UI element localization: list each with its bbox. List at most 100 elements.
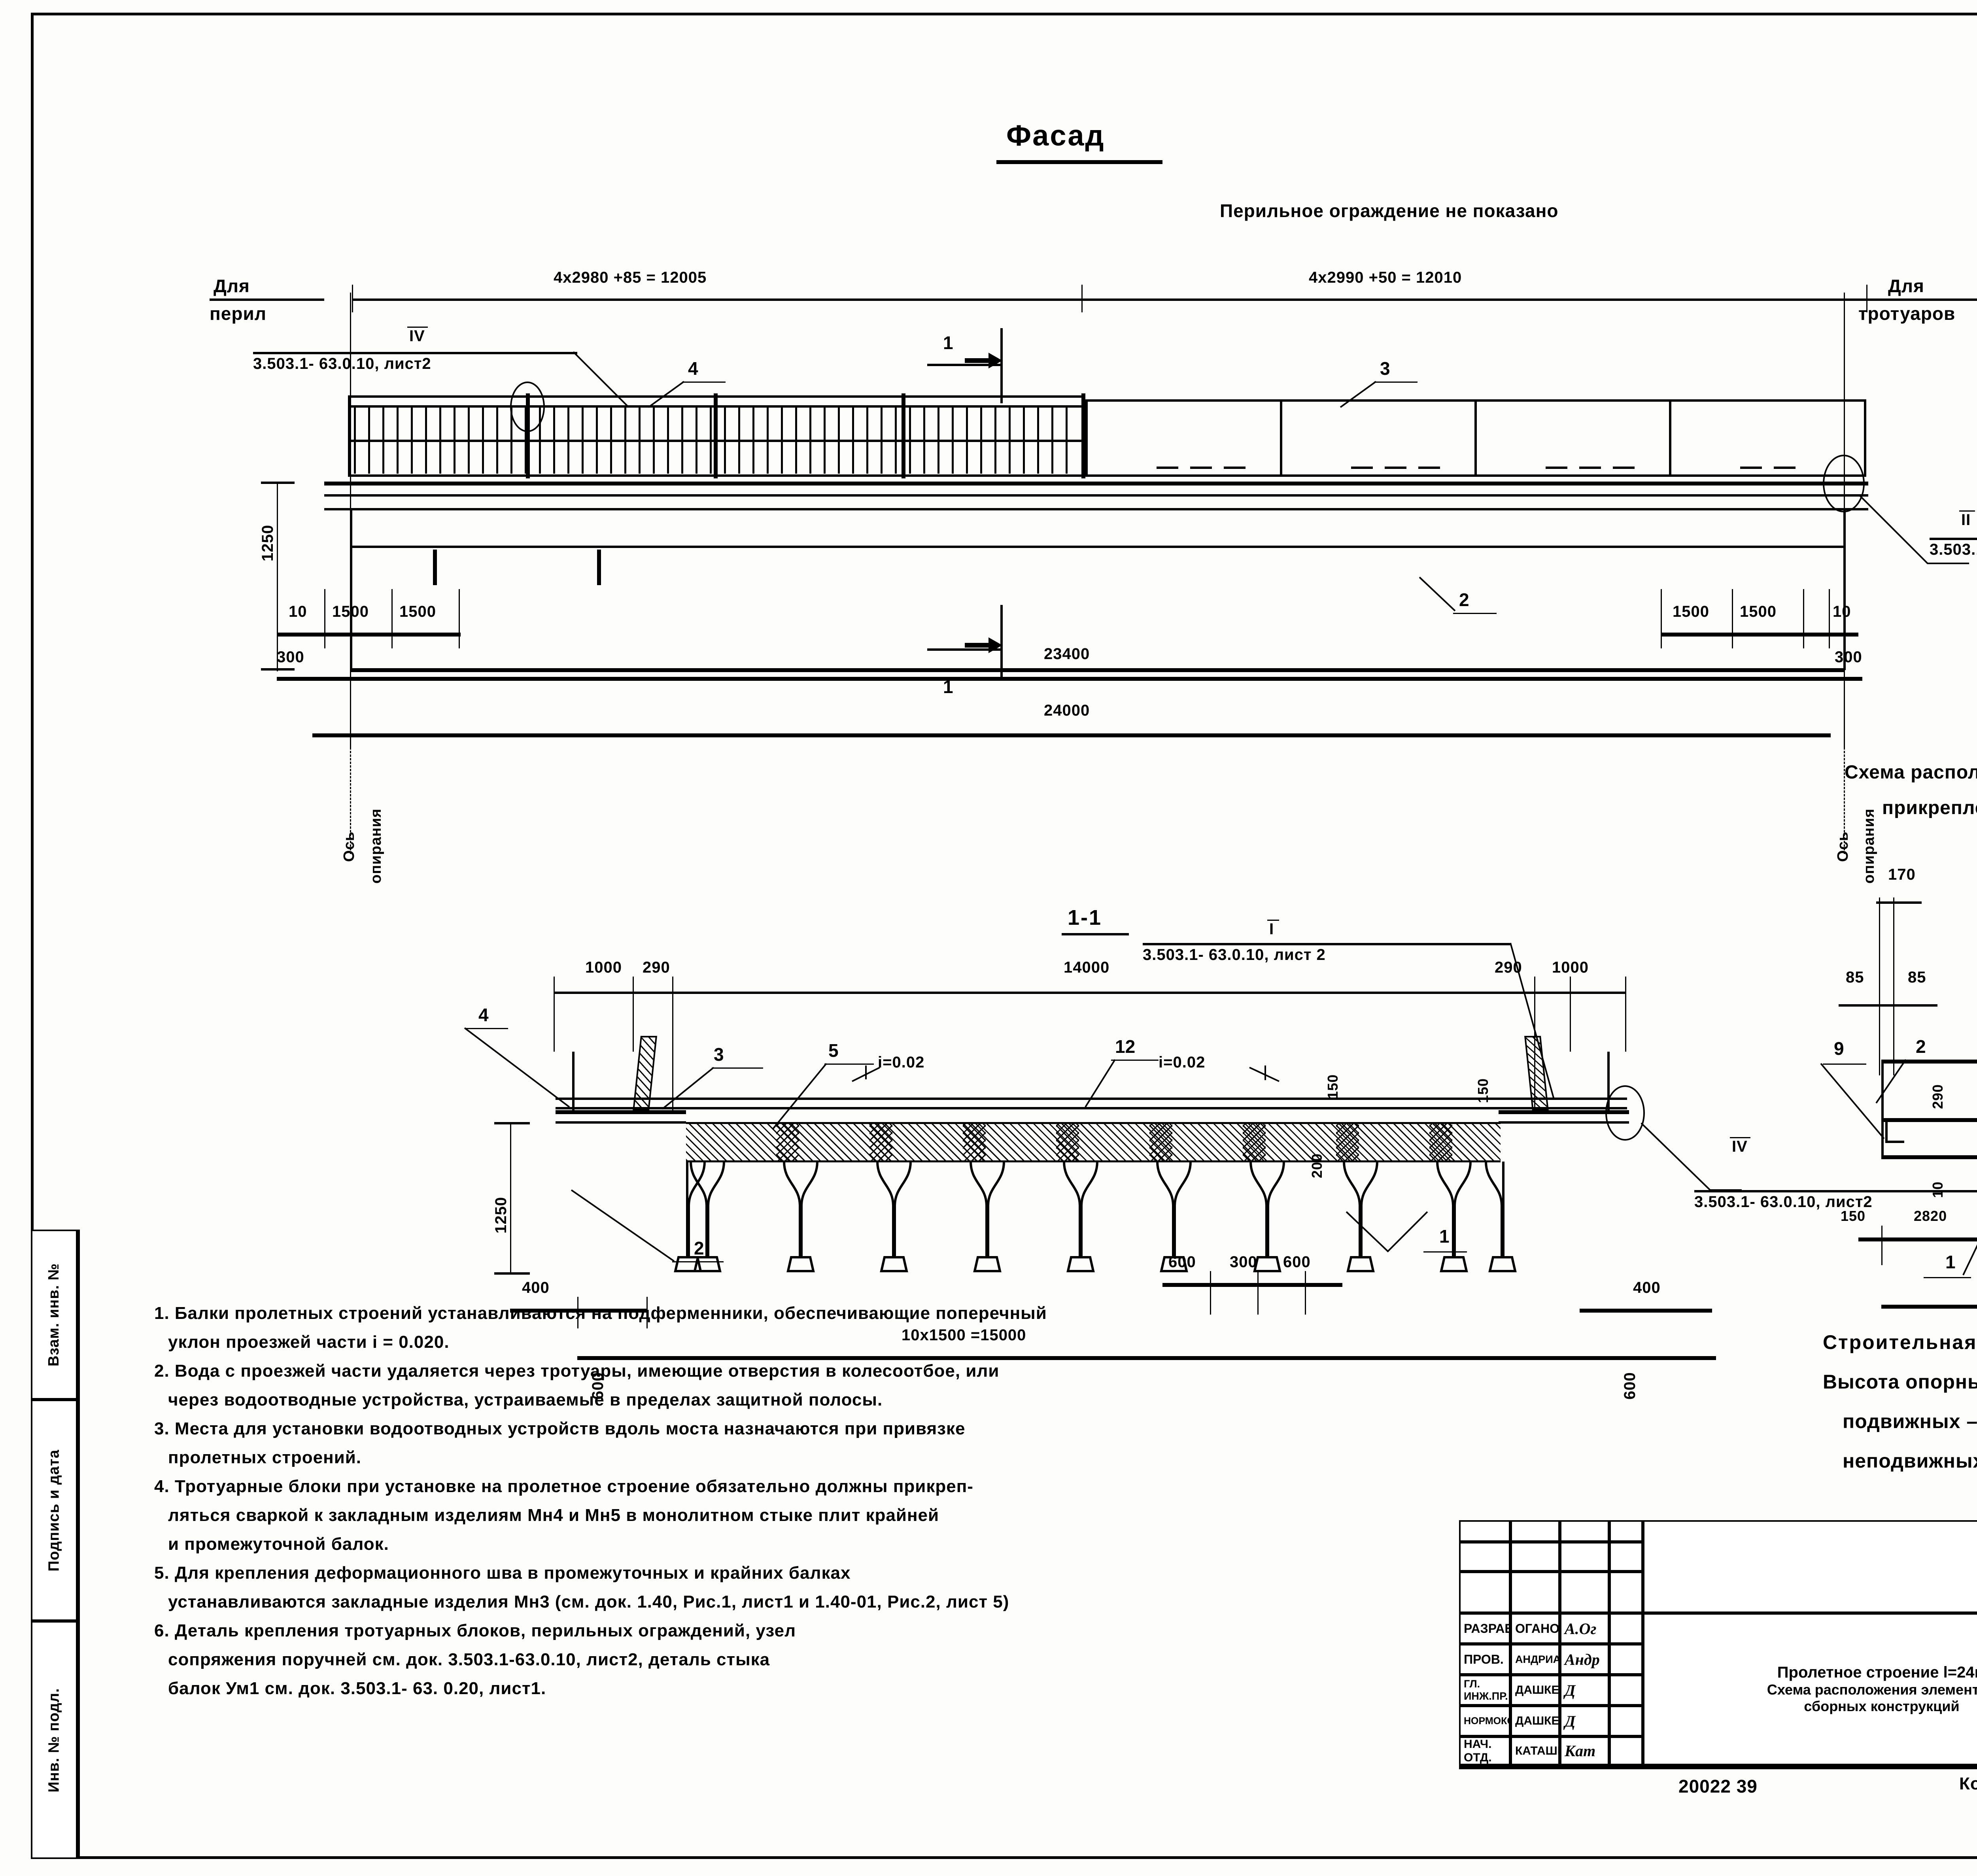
facade-pos-4-line [682, 382, 726, 383]
embedded-dim-line2 [1839, 1004, 1937, 1007]
section-ref-right-line [1694, 1190, 1977, 1192]
section-ref-right-circle [1605, 1085, 1645, 1141]
section-dim-tick [1210, 1271, 1211, 1315]
section-sidewalk-right [1499, 1110, 1629, 1114]
facade-dim-tick [1829, 589, 1830, 648]
role-date-1 [1609, 1644, 1643, 1675]
section-pos-4-line [465, 1028, 508, 1029]
embedded-pos-1-leader [1962, 1244, 1977, 1275]
facade-detail-right-roman-overline [1959, 510, 1975, 512]
facade-dim-10-right: 10 [1833, 603, 1851, 620]
role-label-3: НОРМОКОНТ. [1459, 1706, 1510, 1736]
section-dim-tick [554, 977, 555, 1052]
section-pos-2-leader [571, 1189, 675, 1262]
facade-railing-post [348, 395, 350, 476]
role-signature-3: Д [1560, 1706, 1609, 1736]
section-joint [776, 1122, 799, 1162]
facade-beam-end-left [350, 508, 352, 670]
facade-section-mark-top: 1 [943, 333, 953, 353]
section-dim-600-b: 600 [1283, 1253, 1311, 1271]
facade-detail-right-line [1930, 538, 1977, 540]
section-dim-300: 300 [1230, 1253, 1257, 1271]
section-joint [1243, 1122, 1266, 1162]
section-ref-top-roman: I [1269, 920, 1274, 938]
section-ref-top-roman-overline [1267, 920, 1279, 921]
role-label-1: ПРОВ. [1459, 1644, 1510, 1675]
section-ref-top-leader [1510, 943, 1555, 1100]
facade-axis-right-label-2: опирания [1861, 808, 1877, 884]
embedded-pos-1: 1 [1945, 1252, 1956, 1272]
section-dim-tick [1625, 977, 1626, 1052]
section-pos-4: 4 [478, 1005, 489, 1025]
sheet-border [31, 13, 1977, 1859]
embedded-pos-9-left-line [1823, 1064, 1866, 1065]
facade-diaphragm [433, 550, 437, 585]
facade-pos-2-leader [1419, 576, 1456, 612]
facade-top-dim-line [352, 298, 1866, 301]
embedded-bottom-dim-line [1858, 1237, 1977, 1241]
stamp-divider [77, 1230, 80, 1859]
role-name-1: АНДРИАНОВА [1510, 1644, 1560, 1675]
facade-note: Перильное ограждение не показано [1220, 200, 1559, 221]
facade-left-marker-top: Для [214, 276, 250, 296]
section-sidewalk-right2 [1499, 1121, 1629, 1124]
section-height-tick [494, 1122, 530, 1124]
facade-dim-tick [352, 285, 353, 312]
facade-title: Фасад [1006, 119, 1105, 152]
facade-axis-right [1844, 293, 1845, 747]
section-slab [686, 1122, 1501, 1162]
embedded-plan-left-block [1881, 1060, 1977, 1178]
section-handrail-left [572, 1052, 575, 1113]
embedded-dim-line [1876, 901, 1922, 904]
role-label-4: НАЧ. ОТД. [1459, 1736, 1510, 1765]
section-overall-dim-line [577, 1356, 1716, 1360]
section-pos-12-leader [1085, 1059, 1116, 1108]
section-dim-290-left: 290 [643, 959, 670, 976]
facade-dim-23400-line [277, 677, 1862, 681]
section-joint [869, 1122, 892, 1162]
note-6a: 6. Деталь крепления тротуарных блоков, п… [154, 1621, 796, 1640]
section-dim-tick [1570, 977, 1571, 1052]
facade-height-dim-line [277, 482, 278, 671]
section-dim-10x1500: 10x1500 =15000 [902, 1326, 1026, 1344]
revision-cell [1459, 1572, 1510, 1613]
section-pos-5: 5 [828, 1040, 839, 1061]
facade-dim-top-right: 4x2990 +50 = 12010 [1309, 269, 1462, 286]
section-pos-3-line [712, 1067, 763, 1069]
embedded-dim-24000-line [1881, 1305, 1977, 1309]
section-height-tick [494, 1272, 530, 1275]
embedded-dim-290: 290 [1930, 1084, 1946, 1109]
embedded-dim-85-b: 85 [1908, 969, 1926, 986]
section-ref-right-roman: IV [1732, 1138, 1748, 1155]
section-pos-2: 2 [694, 1238, 704, 1258]
section-slope-right-arrow [1249, 1066, 1280, 1082]
note-1a: 1. Балки пролетных строений устанавливаю… [154, 1304, 1047, 1323]
section-dimchain-mid [1162, 1283, 1342, 1287]
subject-line-1: Пролетное строение l=24м [1777, 1664, 1977, 1681]
section-slope-right: i=0.02 [1159, 1054, 1206, 1071]
facade-height-1250: 1250 [259, 525, 276, 561]
section-beams [690, 1161, 1472, 1272]
facade-section-bar-bottom [1000, 605, 1003, 680]
section-dim-tick [672, 977, 673, 1111]
section-pos-3: 3 [714, 1044, 724, 1065]
section-slope-left-arrow [852, 1066, 880, 1082]
facade-right-marker-bottom: тротуаров [1858, 303, 1956, 324]
section-sidewalk-left2 [556, 1121, 686, 1124]
section-top-dim-line [554, 992, 1625, 994]
facade-detail-left-ref: 3.503.1- 63.0.10, лист2 [253, 355, 431, 372]
facade-detail-right-ref: 3.503.1-63.0.10, лист 2 [1930, 541, 1977, 558]
facade-detail-right-roman: II [1961, 511, 1971, 529]
revision-cell [1560, 1520, 1609, 1542]
facade-pos-4: 4 [688, 358, 698, 379]
facade-dim-tick [1661, 589, 1662, 648]
revision-cell [1609, 1520, 1643, 1542]
section-handrail-right [1607, 1052, 1610, 1113]
note-5a: 5. Для крепления деформационного шва в п… [154, 1563, 851, 1583]
section-pos-12: 12 [1115, 1036, 1136, 1057]
facade-dim-24000-line [312, 733, 1831, 737]
revision-cell [1459, 1542, 1510, 1572]
section-ref-right-roman-overline [1730, 1137, 1750, 1138]
section-dim-600-right: 600 [1621, 1372, 1639, 1400]
stamp-label-vzam: Взам. инв. № [45, 1263, 62, 1366]
